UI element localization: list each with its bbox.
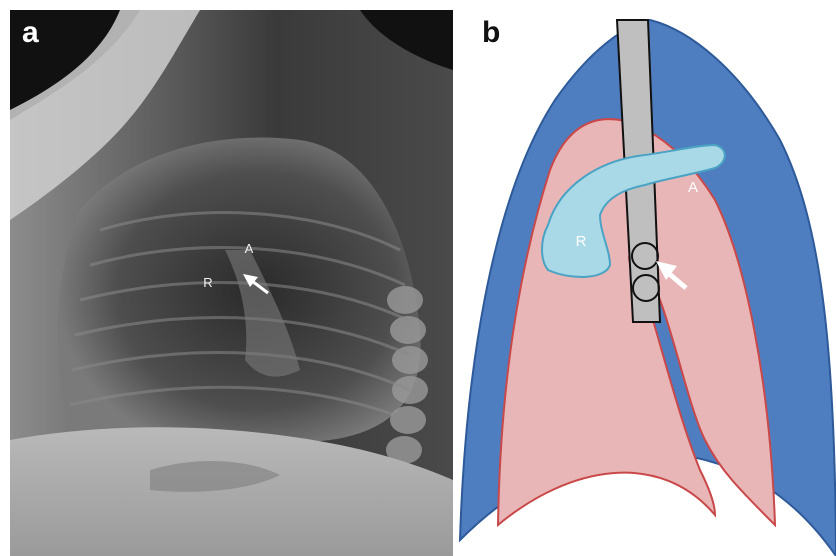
diagram-label-aorta: A <box>688 179 698 196</box>
schematic-panel: A R <box>460 20 836 556</box>
radiograph-panel: A R <box>10 10 453 556</box>
radiograph-label-right-pulmonary-artery: R <box>203 275 212 290</box>
panel-letter-b: b <box>482 16 500 49</box>
diagram-label-right-pulmonary-artery: R <box>576 233 587 250</box>
lung-field <box>58 138 421 445</box>
panel-letter-a: a <box>22 16 39 49</box>
radiograph-label-aorta: A <box>245 241 254 256</box>
